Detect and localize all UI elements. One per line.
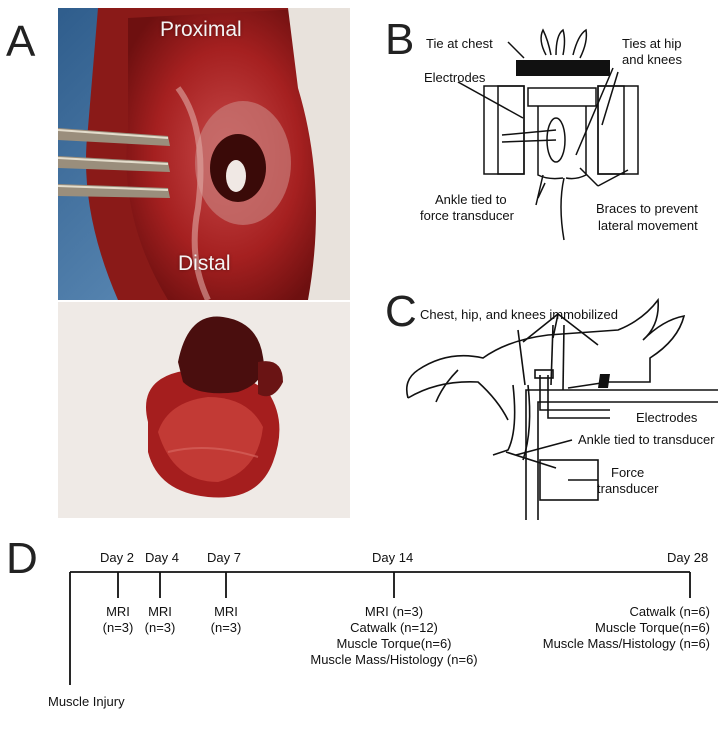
day-7-label: Day 7 <box>207 550 241 566</box>
day-7-mri: MRI <box>206 604 246 620</box>
ankle-tied-label-line1: Ankle tied to <box>435 192 507 207</box>
electrodes-label-b: Electrodes <box>424 70 485 85</box>
ankle-tied-label-line2: force transducer <box>420 208 514 223</box>
force-transducer-label-line1: Force <box>611 465 644 480</box>
force-transducer-label-line2: transducer <box>597 481 658 496</box>
proximal-label: Proximal <box>160 18 242 42</box>
day-14-item-4: Muscle Mass/Histology (n=6) <box>294 652 494 668</box>
ankle-transducer-label: Ankle tied to transducer <box>578 432 715 447</box>
day-4-n: (n=3) <box>135 620 185 636</box>
day-28-item-1: Catwalk (n=6) <box>510 604 710 620</box>
panel-a-letter: A <box>6 20 35 64</box>
day-14-item-2: Catwalk (n=12) <box>294 620 494 636</box>
electrodes-label-c: Electrodes <box>636 410 697 425</box>
distal-label: Distal <box>178 252 231 276</box>
day-14-item-3: Muscle Torque(n=6) <box>294 636 494 652</box>
day-14-label: Day 14 <box>372 550 413 566</box>
day-7-n: (n=3) <box>201 620 251 636</box>
ties-hip-label-line1: Ties at hip <box>622 36 682 51</box>
tie-at-chest-label: Tie at chest <box>426 36 493 51</box>
day-2-label: Day 2 <box>100 550 134 566</box>
muscle-injury-label: Muscle Injury <box>48 694 125 710</box>
braces-label-line2: lateral movement <box>598 218 698 233</box>
excised-muscle-photo <box>58 302 350 518</box>
ties-hip-label-line2: and knees <box>622 52 682 67</box>
day-28-item-2: Muscle Torque(n=6) <box>510 620 710 636</box>
day-14-item-1: MRI (n=3) <box>294 604 494 620</box>
surgical-photo: Proximal Distal <box>58 8 350 300</box>
day-28-label: Day 28 <box>667 550 708 566</box>
day-4-label: Day 4 <box>145 550 179 566</box>
day-4-mri: MRI <box>140 604 180 620</box>
immobilized-label: Chest, hip, and knees immobilized <box>420 307 618 322</box>
day-2-mri: MRI <box>98 604 138 620</box>
day-28-item-3: Muscle Mass/Histology (n=6) <box>510 636 710 652</box>
braces-label-line1: Braces to prevent <box>596 201 698 216</box>
